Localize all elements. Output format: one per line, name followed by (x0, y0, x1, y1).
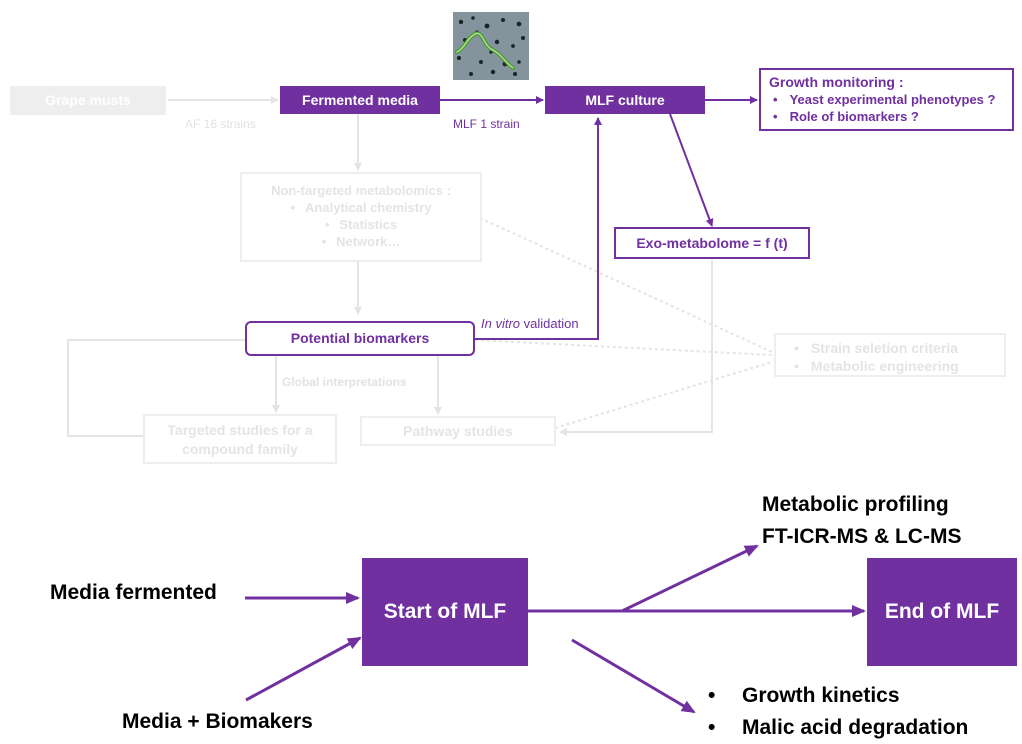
fermented-media-label: Fermented media (302, 92, 418, 108)
strain-selection-item: •Strain seletion criteria (794, 340, 958, 356)
mlf-strain-label: MLF 1 strain (453, 117, 520, 131)
af-strains-label: AF 16 strains (185, 117, 256, 131)
exo-metabolome-box: Exo-metabolome = f (t) (614, 227, 810, 259)
non-targeted-item: •Statistics (324, 217, 398, 232)
line-exo-to-pathway (559, 260, 713, 436)
dotted-pathway-to-strain (554, 361, 773, 429)
targeted-studies-line: compound family (182, 441, 298, 457)
arrow-to-metabolic-profiling (621, 544, 759, 613)
strain-selection-box: •Strain seletion criteria •Metabolic eng… (774, 333, 1006, 377)
media-biomarkers-label: Media + Biomakers (122, 710, 313, 733)
strain-selection-item: •Metabolic engineering (794, 358, 959, 374)
exo-metabolome-label: Exo-metabolome = f (t) (636, 235, 788, 251)
non-targeted-title: Non-targeted metabolomics : (271, 183, 451, 198)
outcome-item: •Malic acid degradation (708, 716, 969, 739)
loop-targeted-to-biomarkers (67, 339, 245, 437)
targeted-studies-box: Targeted studies for a compound family (143, 414, 337, 464)
start-of-mlf-box: Start of MLF (362, 558, 528, 666)
metabolic-profiling-line: Metabolic profiling (762, 493, 949, 516)
start-of-mlf-label: Start of MLF (383, 600, 507, 623)
mlf-culture-box: MLF culture (545, 86, 705, 114)
arrow-biomarkers-to-mlf (475, 117, 602, 340)
in-vitro-validation-label: In vitro validation (481, 316, 579, 331)
growth-monitoring-item: •Yeast experimental phenotypes ? (773, 92, 996, 107)
non-targeted-item: •Network… (321, 234, 401, 249)
dotted-biomarkers-to-strain (474, 339, 773, 356)
arrow-to-outcomes (571, 638, 696, 714)
metabolic-profiling-label: Metabolic profiling FT-ICR-MS & LC-MS (762, 489, 961, 553)
end-of-mlf-box: End of MLF (867, 558, 1017, 666)
validation-text: validation (520, 316, 579, 331)
fermented-media-box: Fermented media (280, 86, 440, 114)
pathway-studies-label: Pathway studies (403, 423, 513, 439)
growth-monitoring-title: Growth monitoring : (769, 74, 904, 90)
outcomes-list: •Growth kinetics •Malic acid degradation (708, 680, 968, 744)
grape-musts-box: Grape musts (10, 86, 166, 115)
non-targeted-metabolomics-box: Non-targeted metabolomics : •Analytical … (240, 172, 482, 262)
grape-musts-label: Grape musts (45, 92, 131, 108)
arrow-media-biomarkers-to-start (245, 636, 362, 702)
metabolic-profiling-line: FT-ICR-MS & LC-MS (762, 525, 962, 548)
media-fermented-label: Media fermented (50, 581, 217, 604)
pathway-studies-box: Pathway studies (360, 416, 556, 446)
potential-biomarkers-label: Potential biomarkers (290, 330, 430, 346)
outcome-item: •Growth kinetics (708, 684, 900, 707)
growth-monitoring-box: Growth monitoring : •Yeast experimental … (759, 68, 1014, 131)
global-interpretations-label: Global interpretations (282, 375, 407, 389)
targeted-studies-line: Targeted studies for a (167, 422, 313, 438)
growth-monitoring-item: •Role of biomarkers ? (773, 109, 919, 124)
bacteria-micrograph-icon (453, 12, 529, 80)
non-targeted-item: •Analytical chemistry (290, 200, 432, 215)
potential-biomarkers-box: Potential biomarkers (245, 321, 475, 356)
arrow-mlf-to-exo (669, 113, 714, 227)
mlf-culture-label: MLF culture (585, 92, 665, 108)
end-of-mlf-label: End of MLF (884, 600, 1000, 623)
in-vitro-italic: In vitro (481, 316, 521, 331)
